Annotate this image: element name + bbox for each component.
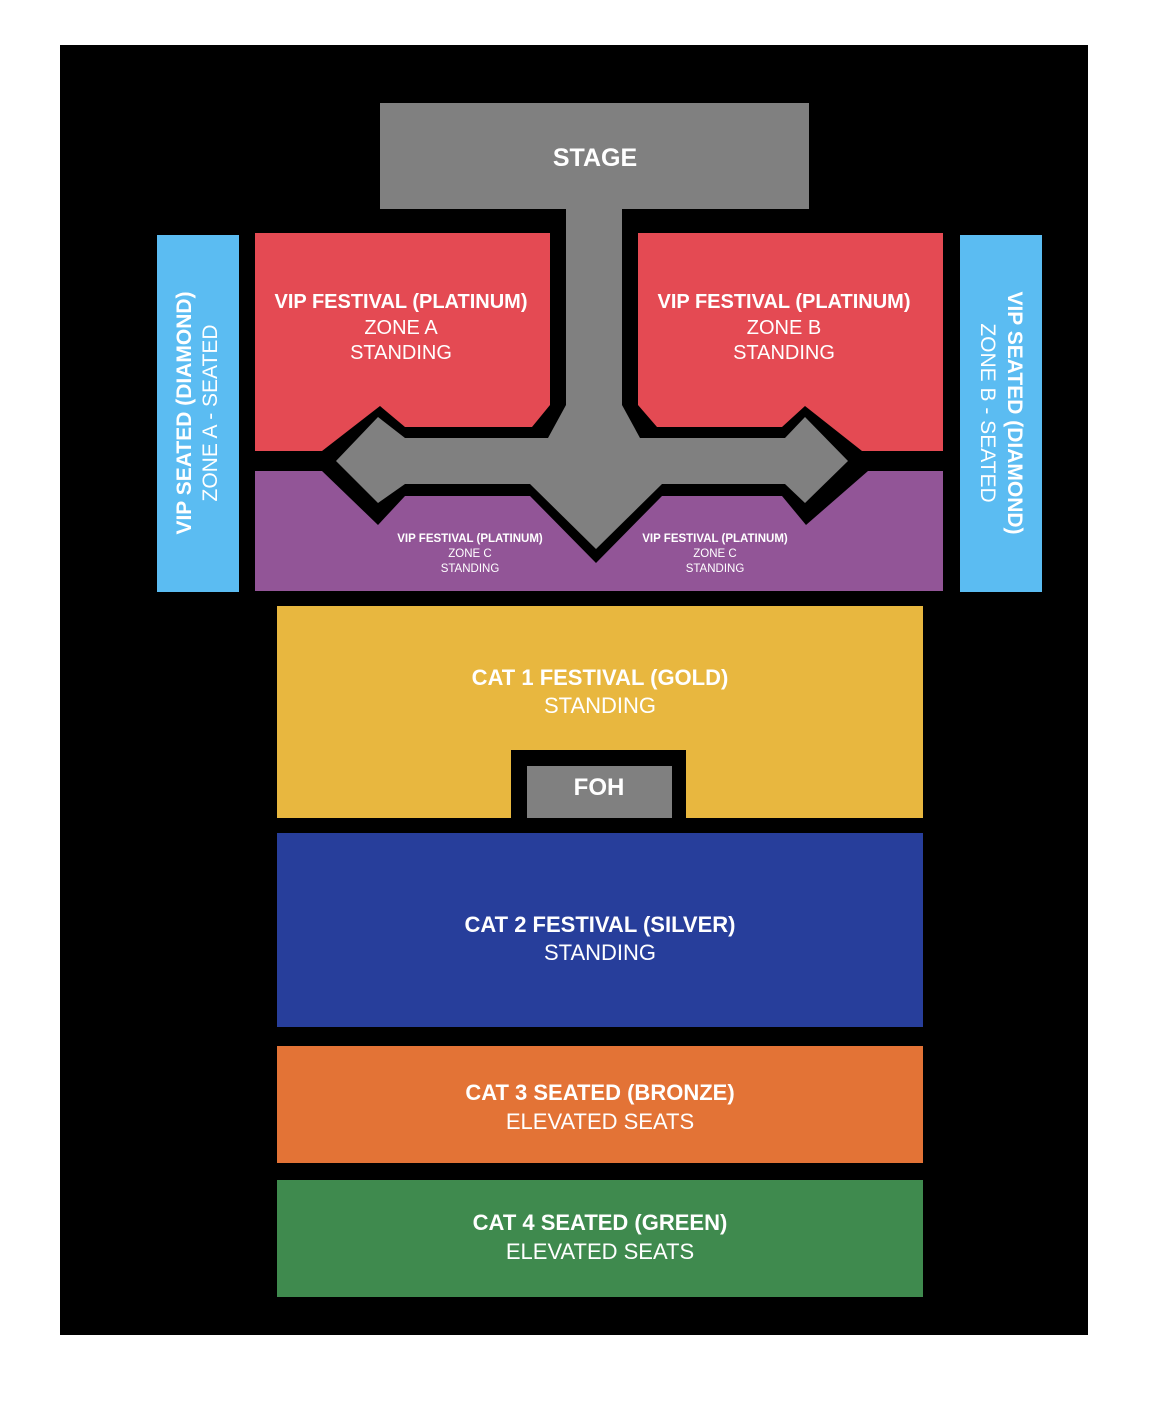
- cat2-festival-silver[interactable]: [277, 833, 923, 1027]
- zone-c-right-type: STANDING: [686, 563, 745, 575]
- vip-seated-a-zone: ZONE A - SEATED: [199, 325, 222, 502]
- zone-a-title: VIP FESTIVAL (PLATINUM): [275, 291, 528, 313]
- vip-seated-a-title: VIP SEATED (DIAMOND): [173, 291, 196, 534]
- cat4-seated-green[interactable]: [277, 1180, 923, 1297]
- cat1-festival-gold[interactable]: [277, 606, 923, 818]
- cat3-type: ELEVATED SEATS: [506, 1109, 694, 1134]
- vip-seated-zone-a[interactable]: [157, 235, 239, 592]
- cat3-title: CAT 3 SEATED (BRONZE): [465, 1080, 734, 1105]
- foh-booth: [527, 766, 672, 818]
- cat1-title: CAT 1 FESTIVAL (GOLD): [472, 665, 729, 690]
- foh-label: FOH: [574, 774, 625, 801]
- vip-festival-zone-b[interactable]: [638, 233, 943, 451]
- zone-a-name: ZONE A: [364, 317, 438, 339]
- vip-festival-zone-a[interactable]: [255, 233, 550, 451]
- zone-b-type: STANDING: [733, 342, 835, 364]
- zone-c-left-type: STANDING: [441, 563, 500, 575]
- cat3-seated-bronze[interactable]: [277, 1046, 923, 1163]
- stage-label: STAGE: [553, 144, 637, 172]
- zone-c-left-name: ZONE C: [448, 548, 491, 560]
- zone-b-name: ZONE B: [747, 317, 821, 339]
- cat1-type: STANDING: [544, 693, 656, 718]
- zone-c-left-title: VIP FESTIVAL (PLATINUM): [397, 533, 543, 545]
- vip-seated-zone-b[interactable]: [960, 235, 1042, 592]
- stage: [380, 103, 809, 209]
- cat4-type: ELEVATED SEATS: [506, 1239, 694, 1264]
- zone-a-type: STANDING: [350, 342, 452, 364]
- vip-seated-b-title: VIP SEATED (DIAMOND): [1003, 291, 1026, 534]
- cat2-type: STANDING: [544, 940, 656, 965]
- stage-walkway: [336, 209, 848, 549]
- zone-c-right-name: ZONE C: [693, 548, 736, 560]
- cat4-title: CAT 4 SEATED (GREEN): [473, 1210, 728, 1235]
- vip-seated-b-zone: ZONE B - SEATED: [976, 323, 999, 502]
- zone-c-right-title: VIP FESTIVAL (PLATINUM): [642, 533, 788, 545]
- cat2-title: CAT 2 FESTIVAL (SILVER): [465, 912, 736, 937]
- zone-b-title: VIP FESTIVAL (PLATINUM): [658, 291, 911, 313]
- vip-festival-zone-c[interactable]: [255, 471, 943, 591]
